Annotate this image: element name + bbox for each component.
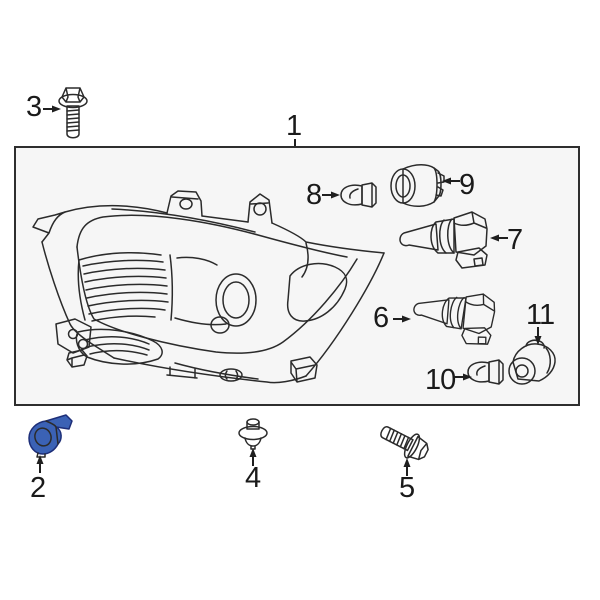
part-6-bulb-icon (413, 293, 496, 345)
part-2-arrow-icon (36, 455, 44, 473)
part-10-bulb-icon (467, 359, 504, 385)
part-label-1: 1 (286, 110, 302, 142)
part-10-arrow-icon (454, 373, 472, 381)
part-label-3: 3 (26, 91, 42, 123)
part-8-arrow-icon (322, 191, 340, 199)
part-2-retainer-clip-icon-highlighted (28, 414, 73, 458)
part-7-bulb-icon (399, 211, 488, 269)
callout-line-1 (294, 139, 296, 147)
part-label-11: 11 (526, 299, 555, 331)
part-9-arrow-icon (442, 177, 460, 185)
part-label-9: 9 (459, 169, 475, 201)
part-label-7: 7 (507, 224, 523, 256)
part-5-arrow-icon (403, 458, 411, 476)
part-7-arrow-icon (490, 234, 508, 242)
part-6-arrow-icon (393, 315, 411, 323)
part-5-bolt-icon (380, 426, 429, 461)
part-label-5: 5 (399, 472, 415, 504)
part-label-10: 10 (425, 364, 456, 396)
part-9-socket-icon (390, 164, 445, 207)
part-3-arrow-icon (43, 105, 61, 113)
part-label-8: 8 (306, 179, 322, 211)
headlamp-assembly-drawing (32, 190, 385, 384)
part-label-2: 2 (30, 472, 46, 504)
part-3-bolt-icon (58, 87, 88, 139)
part-8-bulb-icon (340, 182, 377, 208)
part-label-4: 4 (245, 462, 261, 494)
part-label-6: 6 (373, 302, 389, 334)
part-4-arrow-icon (249, 448, 257, 466)
part-11-arrow-icon (534, 327, 542, 345)
part-11-socket-icon (508, 339, 556, 385)
